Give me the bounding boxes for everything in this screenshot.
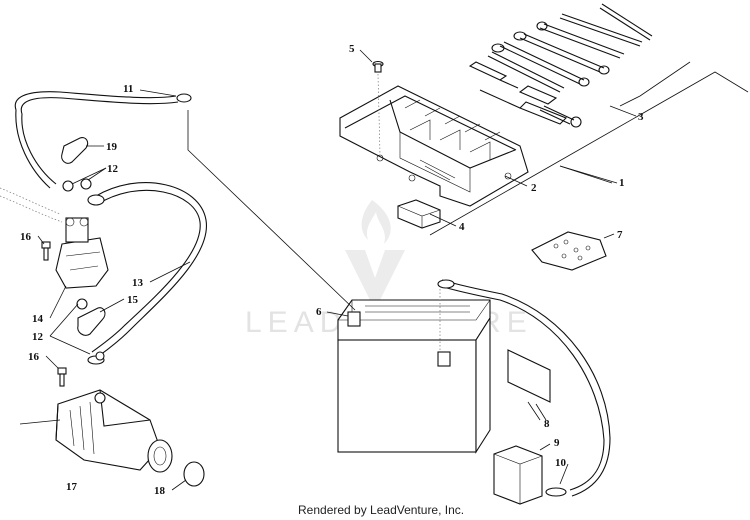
starter-solenoid <box>55 217 109 289</box>
toolkit-group <box>339 3 749 236</box>
tray-foam-pad <box>397 199 441 229</box>
battery <box>337 282 491 454</box>
callout-18: 18 <box>154 485 166 497</box>
callout-16-lower: 16 <box>28 351 40 363</box>
callout-6: 6 <box>316 306 322 318</box>
callout-leaders <box>37 49 637 491</box>
callout-16-upper: 16 <box>20 231 32 243</box>
callout-10: 10 <box>555 457 567 469</box>
callout-5: 5 <box>349 43 355 55</box>
tray-screw <box>372 60 384 156</box>
callout-4: 4 <box>459 221 465 233</box>
callout-3: 3 <box>638 111 644 123</box>
starter-nut <box>95 351 105 361</box>
footer-credit: Rendered by LeadVenture, Inc. <box>298 503 464 517</box>
callout-8: 8 <box>544 418 550 430</box>
nut-upper-left <box>62 180 74 192</box>
terminal-boot <box>61 137 89 164</box>
tool-set <box>468 3 653 128</box>
starter-terminal-boot <box>77 307 106 336</box>
nut-upper-right <box>80 178 92 190</box>
nut-lower <box>76 298 88 310</box>
battery-foam-block <box>493 443 551 505</box>
callout-12-upper: 12 <box>107 163 119 175</box>
callout-labels: 1 2 3 4 5 6 7 8 9 10 11 12 12 13 14 15 1… <box>20 43 644 497</box>
callout-13: 13 <box>132 277 144 289</box>
callout-9: 9 <box>554 437 560 449</box>
battery-pad <box>507 349 551 421</box>
starter-o-ring <box>183 461 205 487</box>
callout-17: 17 <box>66 481 78 493</box>
starter-screw <box>57 367 67 387</box>
callout-7: 7 <box>617 229 623 241</box>
callout-12-lower: 12 <box>32 331 44 343</box>
callout-1: 1 <box>619 177 625 189</box>
callout-19: 19 <box>106 141 118 153</box>
callout-15: 15 <box>127 294 139 306</box>
tool-tray <box>339 85 529 207</box>
solenoid-screw <box>41 241 51 261</box>
watermark-v-icon <box>345 250 405 300</box>
watermark-flame-icon <box>361 200 391 244</box>
callout-2: 2 <box>531 182 537 194</box>
decal-plate <box>531 231 615 271</box>
callout-14: 14 <box>32 313 44 325</box>
callout-11: 11 <box>123 83 133 95</box>
ground-cable <box>14 91 192 189</box>
battery-positive-cable <box>437 279 611 497</box>
starter-motor <box>19 389 173 473</box>
